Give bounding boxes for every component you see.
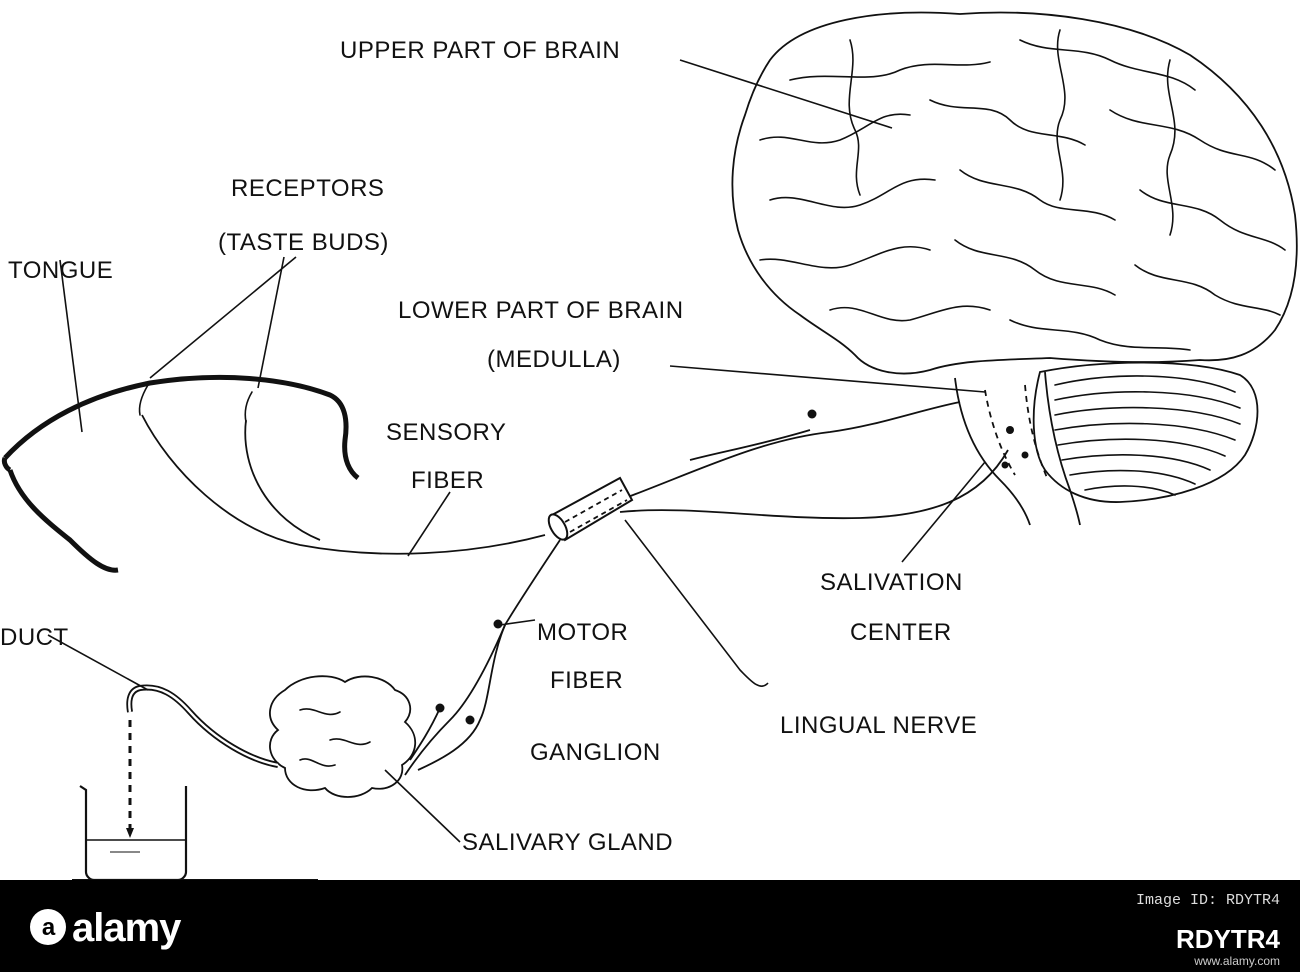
logo-text: alamy (72, 906, 181, 950)
leader-lines (47, 59, 986, 843)
motor-fiber-drawing (404, 539, 561, 776)
label-receptors: RECEPTORS (231, 175, 384, 202)
label-lingual-nerve: LINGUAL NERVE (780, 712, 977, 739)
label-motor: MOTOR (537, 619, 628, 646)
label-ganglion: GANGLION (530, 739, 661, 766)
image-id-label: Image ID: RDYTR4 (1135, 892, 1280, 909)
label-motor-fiber: FIBER (550, 667, 623, 694)
alamy-a-icon: a (30, 909, 66, 945)
tongue-drawing (1, 374, 360, 573)
label-duct: DUCT (0, 624, 69, 651)
image-id: RDYTR4 (1175, 924, 1280, 954)
duct-and-beaker-drawing (72, 684, 318, 880)
alamy-logo[interactable]: a alamy (28, 906, 181, 951)
lingual-nerve-sheath (547, 476, 634, 542)
watermark-banner: a alamy Image ID: RDYTR4 RDYTR4 www.alam… (0, 880, 1300, 972)
label-medulla: (MEDULLA) (487, 346, 621, 373)
sensory-fiber-drawing (141, 401, 1009, 555)
upper-brain-drawing (731, 11, 1298, 375)
medulla-drawing (954, 371, 1081, 526)
diagram-canvas: UPPER PART OF BRAIN RECEPTORS (TASTE BUD… (0, 11, 1298, 880)
label-center: CENTER (850, 619, 952, 646)
svg-text:a: a (42, 914, 56, 941)
label-sensory: SENSORY (386, 419, 506, 446)
label-tongue: TONGUE (8, 257, 113, 284)
site-url[interactable]: www.alamy.com (1194, 954, 1280, 968)
label-salivation: SALIVATION (820, 569, 963, 596)
label-salivary-gland: SALIVARY GLAND (462, 829, 673, 856)
salivary-reflex-diagram: UPPER PART OF BRAIN RECEPTORS (TASTE BUD… (0, 11, 1298, 880)
label-sensory-fiber: FIBER (411, 467, 484, 494)
label-lower-brain: LOWER PART OF BRAIN (398, 297, 684, 324)
label-upper-brain: UPPER PART OF BRAIN (340, 37, 620, 64)
label-taste-buds: (TASTE BUDS) (218, 229, 389, 256)
cerebellum-drawing (1032, 361, 1259, 503)
